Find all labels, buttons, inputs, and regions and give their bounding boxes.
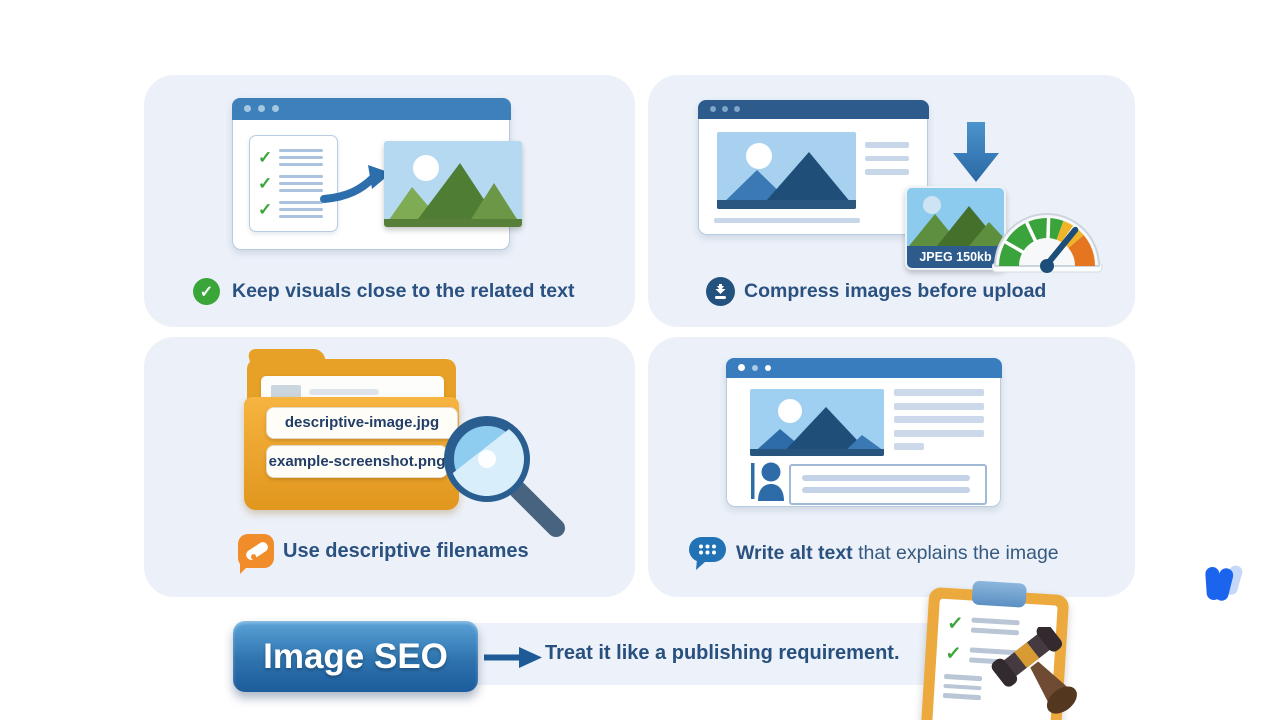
pen-tag-icon bbox=[238, 534, 274, 574]
browser-titlebar bbox=[231, 97, 511, 120]
text-line bbox=[714, 218, 860, 223]
text-lines bbox=[279, 174, 324, 193]
card-alt-text: Write alt text that explains the image bbox=[648, 337, 1135, 597]
magnifier-icon bbox=[435, 415, 565, 537]
window-dot-icon bbox=[733, 106, 740, 112]
checklist-row: ✓ bbox=[258, 174, 329, 193]
clipboard-clip bbox=[971, 580, 1027, 608]
checklist-row: ✓ bbox=[258, 147, 329, 167]
card-compress-images: JPEG 150kb Compress images before upload bbox=[648, 75, 1135, 327]
download-arrow-icon bbox=[953, 122, 999, 182]
caption-text: Write alt text that explains the image bbox=[736, 542, 1059, 565]
check-icon: ✓ bbox=[946, 613, 964, 635]
image-seo-button: Image SEO bbox=[233, 621, 478, 692]
text-lines bbox=[279, 200, 324, 219]
window-dot-icon bbox=[764, 364, 771, 371]
window-dot-icon bbox=[257, 105, 265, 112]
window-dot-icon bbox=[751, 364, 758, 371]
check-icon: ✓ bbox=[944, 642, 963, 665]
check-icon: ✓ bbox=[258, 147, 273, 167]
hero-image bbox=[717, 132, 856, 209]
caption-text: Keep visuals close to the related text bbox=[232, 280, 575, 302]
text-lines bbox=[942, 673, 983, 700]
check-icon: ✓ bbox=[258, 200, 273, 220]
thumbnail-image bbox=[907, 188, 1004, 246]
article-image bbox=[750, 389, 884, 456]
caption-text: Compress images before upload bbox=[744, 280, 1047, 302]
gavel-icon bbox=[991, 627, 1077, 714]
window-dot-icon bbox=[737, 364, 745, 371]
compress-icon bbox=[706, 277, 735, 306]
person-icon bbox=[751, 462, 784, 501]
check-circle-icon: ✓ bbox=[193, 278, 220, 305]
banner-background-bar bbox=[460, 623, 1010, 685]
window-dot-icon bbox=[271, 105, 279, 112]
compressed-image-thumbnail: JPEG 150kb bbox=[905, 186, 1006, 270]
text-line bbox=[802, 475, 970, 481]
speed-gauge-icon bbox=[992, 213, 1103, 273]
caption-text: Use descriptive filenames bbox=[283, 539, 529, 562]
text-line bbox=[802, 487, 970, 493]
card-descriptive-filenames: descriptive-image.jpg example-screenshot… bbox=[144, 337, 635, 597]
banner-message: Treat it like a publishing requirement. bbox=[545, 642, 900, 664]
text-line bbox=[309, 389, 379, 395]
browser-window-mockup bbox=[697, 99, 929, 235]
checklist-row: ✓ bbox=[258, 200, 329, 220]
window-dot-icon bbox=[721, 106, 728, 112]
window-dot-icon bbox=[243, 105, 251, 112]
card-caption: Compress images before upload bbox=[706, 277, 1046, 306]
text-lines bbox=[279, 148, 324, 167]
window-dot-icon bbox=[709, 106, 716, 112]
text-lines bbox=[894, 389, 984, 450]
card-caption: ✓ Keep visuals close to the related text bbox=[193, 278, 574, 305]
caption-bold: Write alt text bbox=[736, 542, 853, 564]
browser-titlebar bbox=[697, 99, 929, 119]
text-lines bbox=[865, 142, 909, 175]
card-keep-visuals: ✓ ✓ ✓ ✓ Keep visuals clo bbox=[144, 75, 635, 327]
curved-arrow-icon bbox=[320, 165, 391, 203]
browser-titlebar bbox=[725, 357, 1002, 378]
card-caption: Write alt text that explains the image bbox=[688, 536, 1059, 571]
card-caption: Use descriptive filenames bbox=[238, 534, 529, 574]
check-icon: ✓ bbox=[258, 174, 273, 193]
alt-text-input-mockup bbox=[789, 464, 987, 505]
caption-rest: that explains the image bbox=[852, 542, 1059, 564]
filename-pill: example-screenshot.png bbox=[266, 445, 448, 478]
right-arrow-icon bbox=[484, 647, 542, 668]
browser-window-mockup bbox=[725, 357, 1002, 507]
file-size-badge: JPEG 150kb bbox=[907, 246, 1004, 268]
image-thumbnail bbox=[384, 141, 522, 227]
brand-logo-icon bbox=[1205, 565, 1243, 601]
speech-bubble-icon bbox=[689, 537, 726, 570]
checklist-panel: ✓ ✓ ✓ bbox=[249, 135, 338, 232]
filename-pill: descriptive-image.jpg bbox=[266, 407, 458, 439]
